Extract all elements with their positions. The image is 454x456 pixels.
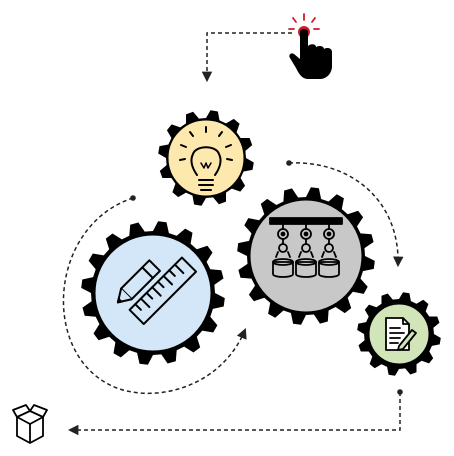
gear-design (81, 221, 225, 365)
pencil-ruler-icon (116, 256, 198, 325)
robot-arms-icon (269, 217, 343, 278)
connector-dot (397, 389, 403, 395)
connector-dot (130, 195, 136, 201)
open-box-icon (12, 404, 48, 444)
idea-to-manufacturing-arrow (288, 162, 404, 268)
click-hand-icon (288, 13, 332, 79)
gear-manufacturing (237, 187, 375, 325)
connectors (62, 32, 404, 436)
design-loop-left-arc (62, 197, 247, 395)
documentation-to-box-arrow (67, 392, 401, 436)
connector-dot (286, 160, 292, 166)
lightbulb-icon (179, 126, 233, 191)
start-to-idea-arrow (201, 32, 292, 83)
gear-design-face (94, 234, 212, 352)
gear-idea-face (167, 119, 245, 197)
gear-manufacturing-face (249, 199, 363, 313)
document-pen-icon (385, 317, 417, 351)
gear-idea (158, 110, 254, 206)
